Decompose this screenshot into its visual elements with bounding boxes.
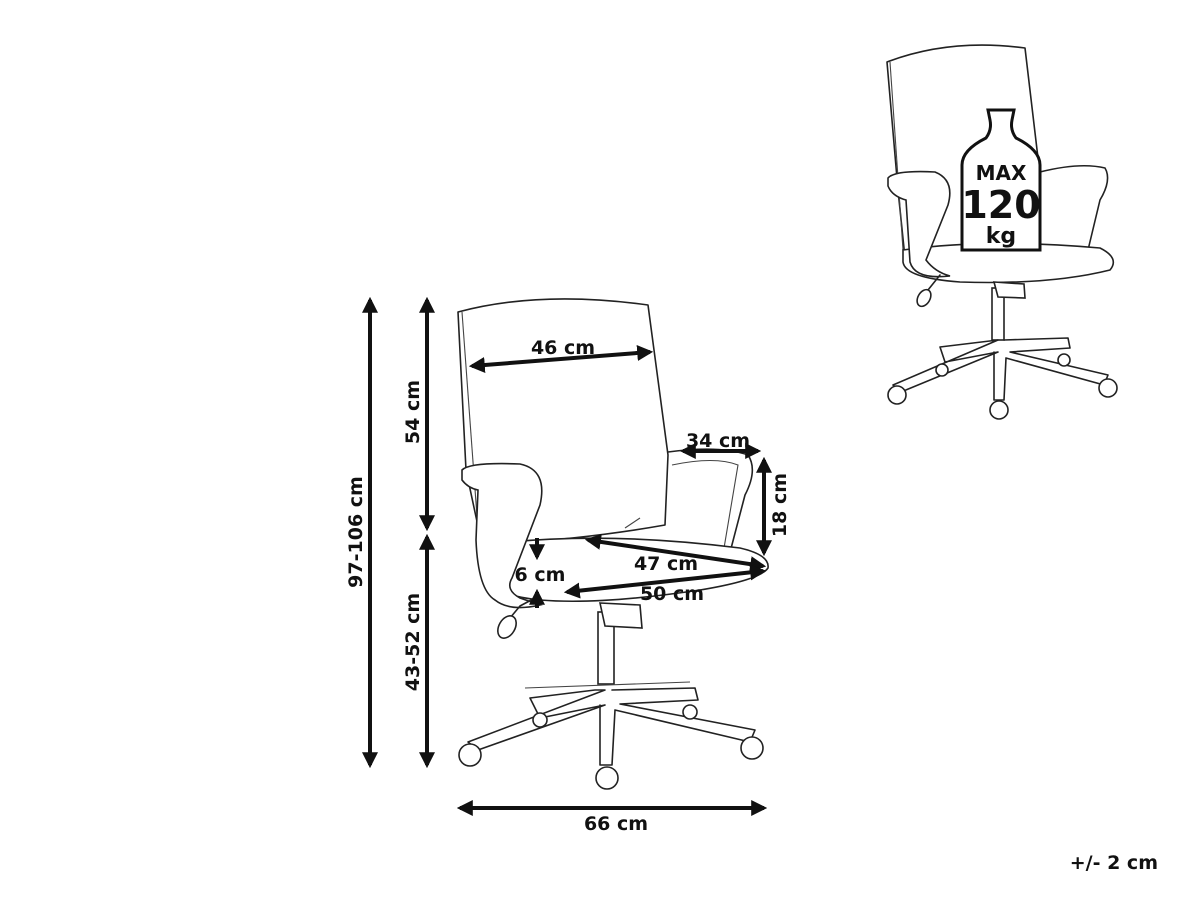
seat-width-label: 50 cm: [640, 583, 704, 605]
dimension-arrows: [362, 296, 772, 816]
seat-height-label: 43-52 cm: [402, 593, 424, 691]
max-label: MAX: [976, 161, 1027, 185]
seat-width-arrow: [563, 564, 767, 599]
max-weight-unit: kg: [986, 224, 1016, 249]
chair-thumbnail-drawing: [886, 44, 1118, 420]
armrest-height-label: 18 cm: [769, 473, 791, 537]
base-diameter-label: 66 cm: [584, 813, 648, 835]
seat-depth-arrow: [584, 533, 767, 573]
armrest-length-label: 34 cm: [686, 430, 750, 452]
backrest-width-label: 46 cm: [531, 337, 595, 359]
max-weight-icon: MAX 120 kg: [960, 108, 1042, 252]
total-height-label: 97-106 cm: [345, 476, 367, 588]
seat-depth-label: 47 cm: [634, 553, 698, 575]
tolerance-note: +/- 2 cm: [1070, 852, 1158, 874]
seat-thickness-label: 6 cm: [515, 564, 566, 586]
max-weight-value: 120: [961, 183, 1040, 227]
backrest-height-label: 54 cm: [402, 380, 424, 444]
backrest-width-arrow: [468, 345, 654, 373]
